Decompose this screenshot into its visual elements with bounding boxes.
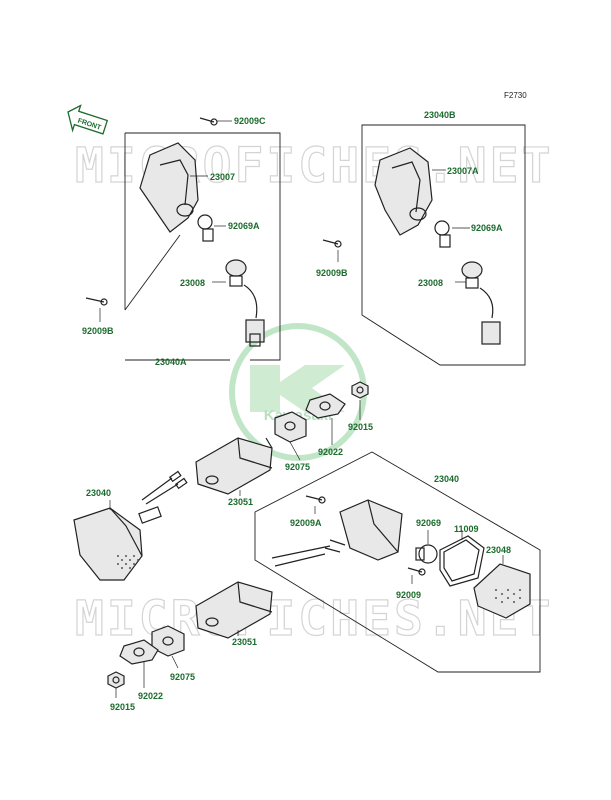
lamp-housing-right [339, 499, 403, 561]
label-23040-left: 23040 [86, 488, 111, 498]
label-92009A: 92009A [290, 518, 322, 528]
screw-92009C [199, 117, 218, 126]
label-92009B-right: 92009B [316, 268, 348, 278]
label-23040A: 23040A [155, 357, 187, 367]
washer-92022-top [305, 393, 346, 419]
label-92022-top: 92022 [318, 447, 343, 457]
assembly-23040B: 23040B 23007A 92069A 23008 92009B [316, 110, 526, 366]
screw-92009B-right [322, 239, 342, 248]
socket-23008-left [225, 259, 265, 347]
screw-92009B-left [85, 297, 108, 306]
label-23051-bottom: 23051 [232, 637, 257, 647]
label-92015-bottom: 92015 [110, 702, 135, 712]
label-23040-right: 23040 [434, 474, 459, 484]
mount-parts-bottom: 23051 92075 92022 92015 [107, 581, 273, 712]
washer-92022-bottom [119, 639, 159, 665]
label-92009: 92009 [396, 590, 421, 600]
label-23048: 23048 [486, 545, 511, 555]
label-23007: 23007 [210, 172, 235, 182]
assembly-23040A: 92009C 23007 92069A 23008 92009B 23040A [82, 116, 281, 367]
bracket-23051-top [195, 437, 273, 495]
bulb-92069A-right [434, 220, 451, 248]
gasket-11009 [439, 535, 485, 587]
label-23008-left: 23008 [180, 278, 205, 288]
bulb-92069 [415, 544, 438, 564]
label-23051-top: 23051 [228, 497, 253, 507]
mount-parts-top: 92015 92022 92075 23051 [195, 381, 373, 507]
label-23040B: 23040B [424, 110, 456, 120]
signal-lamp-23040-left: 23040 [73, 470, 188, 581]
housing-23007A [374, 147, 433, 236]
socket-23008-right [461, 261, 501, 345]
bracket-23051-bottom [195, 581, 273, 639]
nut-92015-bottom [107, 671, 125, 689]
label-92069A-right: 92069A [471, 223, 503, 233]
label-92009C: 92009C [234, 116, 266, 126]
label-11009: 11009 [454, 524, 479, 534]
lens-23048 [473, 563, 531, 619]
rubber-92075-top [274, 411, 307, 443]
label-92015-top: 92015 [348, 422, 373, 432]
label-92022-bottom: 92022 [138, 691, 163, 701]
label-92069A-left: 92069A [228, 221, 260, 231]
bulb-92069A-left [197, 214, 214, 242]
label-92009B-left: 92009B [82, 326, 114, 336]
front-arrow-icon: FRONT [67, 104, 109, 135]
label-23007A: 23007A [447, 166, 479, 176]
label-92075-bottom: 92075 [170, 672, 195, 682]
nut-92015-top [351, 381, 369, 399]
screw-92009 [407, 567, 426, 576]
label-92069: 92069 [416, 518, 441, 528]
label-23008-right: 23008 [418, 278, 443, 288]
figure-code: F2730 [504, 91, 527, 100]
label-92075-top: 92075 [285, 462, 310, 472]
housing-23007 [139, 142, 199, 233]
screw-92009A [305, 495, 326, 504]
signal-lamp-23040-right: 23040 92009A 92069 11009 23048 92009 [254, 451, 541, 673]
